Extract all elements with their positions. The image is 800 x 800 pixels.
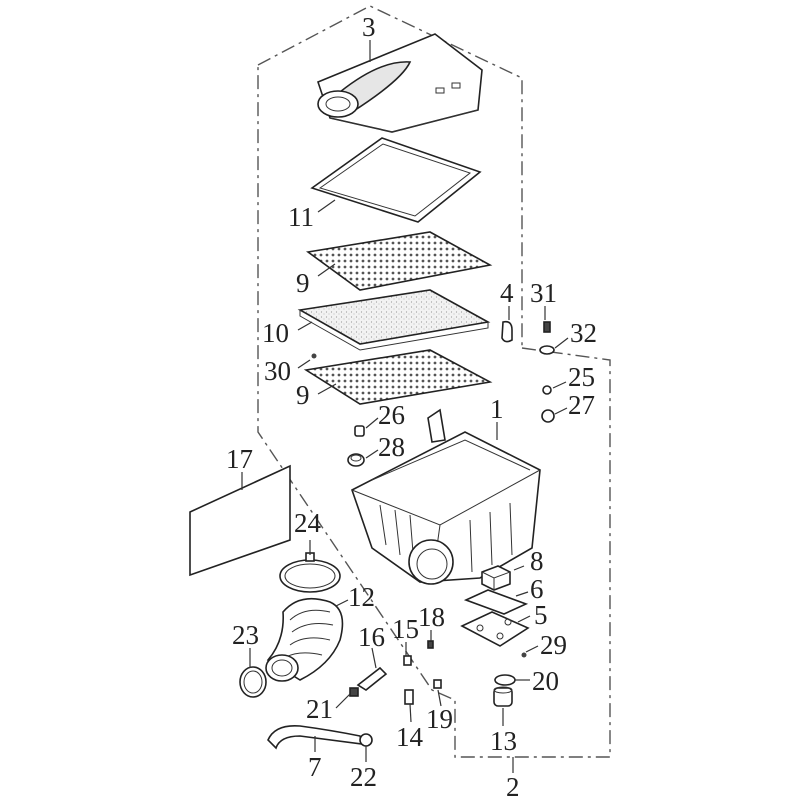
label-14: 14 — [396, 722, 424, 752]
screw-18-part — [427, 640, 434, 649]
fitting-21-part — [349, 687, 359, 697]
label-15: 15 — [392, 614, 419, 644]
clamp-ring-24-part — [279, 552, 341, 593]
leader-lines — [241, 40, 569, 773]
label-31: 31 — [530, 278, 557, 308]
label-9-lower: 9 — [296, 380, 310, 410]
upper-cover-part — [317, 33, 483, 133]
bolt-29-part — [521, 652, 527, 658]
label-24: 24 — [294, 508, 322, 538]
label-13: 13 — [490, 726, 517, 756]
label-11: 11 — [288, 202, 314, 232]
filter-element-part — [297, 289, 491, 351]
label-27: 27 — [568, 390, 595, 420]
label-22: 22 — [350, 762, 377, 792]
label-18: 18 — [418, 602, 445, 632]
label-30: 30 — [264, 356, 291, 386]
label-8: 8 — [530, 546, 544, 576]
label-21: 21 — [306, 694, 333, 724]
label-12: 12 — [348, 582, 375, 612]
valve-19-part — [433, 679, 442, 689]
washer-32-part — [539, 345, 555, 355]
bushing-28-part — [347, 453, 365, 467]
label-3: 3 — [362, 12, 376, 42]
part-labels: 3 11 9 10 30 9 4 31 32 25 27 26 28 1 17 … — [226, 12, 597, 800]
hose-16-part — [356, 666, 388, 691]
label-5: 5 — [534, 600, 548, 630]
label-20: 20 — [532, 666, 559, 696]
drain-13-part — [493, 686, 513, 707]
label-26: 26 — [378, 400, 405, 430]
label-32: 32 — [570, 318, 597, 348]
lower-housing-part — [351, 408, 541, 585]
label-10: 10 — [262, 318, 289, 348]
pin-30-part — [311, 353, 317, 359]
screw-31-part — [543, 321, 551, 333]
label-19: 19 — [426, 704, 453, 734]
label-28: 28 — [378, 432, 405, 462]
clamp-20-part — [494, 674, 516, 686]
label-9-upper: 9 — [296, 268, 310, 298]
plug-15-part — [403, 655, 412, 666]
clamp-23-part — [239, 666, 267, 698]
intake-duct-12-part — [265, 597, 344, 682]
upper-mesh-screen-part — [305, 231, 493, 291]
label-16: 16 — [358, 622, 385, 652]
label-23: 23 — [232, 620, 259, 650]
label-17: 17 — [226, 444, 253, 474]
label-6: 6 — [530, 574, 544, 604]
gasket-part — [310, 137, 482, 223]
lower-mesh-screen-part — [303, 349, 493, 405]
label-25: 25 — [568, 362, 595, 392]
gasket-6-part — [463, 589, 529, 615]
bracket-5-part — [460, 611, 530, 647]
cushion-8-part — [481, 565, 511, 591]
filter-pad-part — [189, 464, 291, 577]
clip-4-part — [501, 320, 513, 343]
grommet-25-part — [542, 385, 552, 395]
bushing-26-part — [354, 425, 365, 437]
label-4: 4 — [500, 278, 514, 308]
clip-22-part — [359, 733, 373, 747]
label-29: 29 — [540, 630, 567, 660]
plug-14-part — [404, 689, 414, 705]
label-2: 2 — [506, 772, 520, 800]
label-1: 1 — [490, 394, 504, 424]
nut-27-part — [541, 409, 555, 423]
label-7: 7 — [308, 752, 322, 782]
